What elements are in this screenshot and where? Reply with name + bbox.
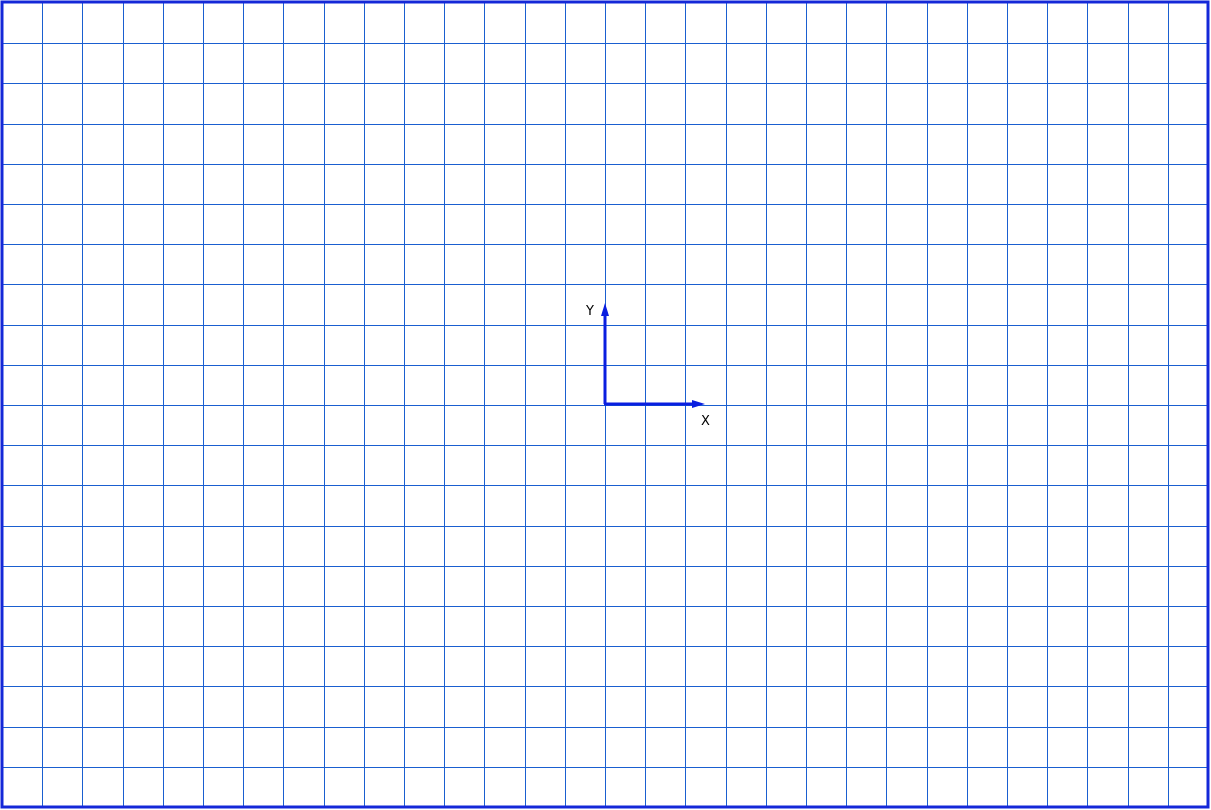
- y-axis-label: Y: [585, 304, 594, 319]
- coordinate-axes-icon: Y X: [585, 303, 710, 429]
- y-axis-arrowhead: [601, 303, 609, 316]
- x-axis-label: X: [701, 414, 710, 429]
- x-axis-arrowhead: [692, 400, 705, 408]
- grid-lines: [2, 3, 1208, 807]
